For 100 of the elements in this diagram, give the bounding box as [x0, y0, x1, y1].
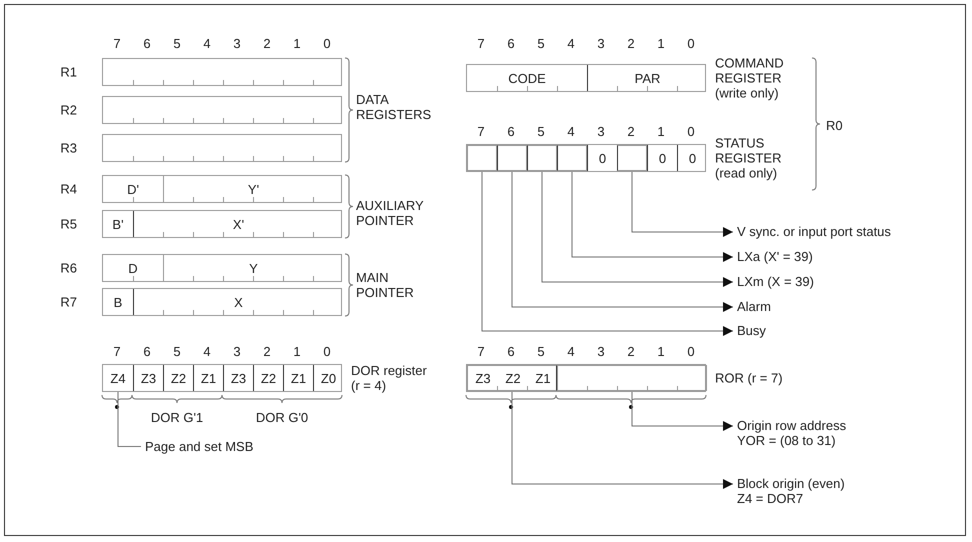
field-label: PAR	[634, 70, 660, 86]
bit-number: 7	[112, 344, 122, 359]
bit-number: 4	[202, 36, 212, 51]
register-label: R4	[60, 182, 77, 196]
bit-number: 5	[536, 344, 546, 359]
bit-number: 2	[262, 344, 272, 359]
arrow	[632, 170, 734, 237]
bit-cell	[557, 145, 587, 171]
bit-number: 3	[596, 344, 606, 359]
leader-line	[118, 390, 142, 447]
field-label: 0	[688, 150, 696, 166]
field-label: Y	[249, 260, 258, 276]
arrow	[482, 170, 734, 336]
field-label: Z4	[110, 370, 126, 386]
bit-number: 7	[476, 36, 486, 51]
bit-number: 4	[566, 36, 576, 51]
arrow	[512, 390, 734, 489]
bit-number: 6	[506, 36, 516, 51]
bit-number: 2	[626, 36, 636, 51]
signal-label: Origin row address YOR = (08 to 31)	[737, 418, 848, 448]
register-label: R1	[60, 64, 77, 80]
bit-cell	[467, 365, 557, 391]
bit-number: 6	[506, 344, 516, 359]
register-label: R3	[60, 140, 77, 156]
register-label: R7	[60, 294, 77, 310]
register-group-label: AUXILIARY POINTER	[356, 198, 424, 228]
arrow	[632, 390, 734, 431]
field-label: D'	[127, 182, 139, 196]
bit-number: 7	[476, 344, 486, 359]
field-label: Z0	[320, 370, 336, 386]
field-label: Z3	[475, 370, 491, 386]
bit-number: 5	[172, 344, 182, 359]
field-label: B'	[112, 216, 124, 232]
bit-number: 1	[656, 344, 666, 359]
field-label: Z1	[535, 370, 551, 386]
bit-number: 6	[142, 344, 152, 359]
bit-number: 3	[232, 36, 242, 51]
bit-number: 5	[536, 36, 546, 51]
register-label: COMMAND REGISTER (write only)	[715, 56, 785, 100]
bit-cell	[497, 145, 527, 171]
bit-number: 1	[656, 36, 666, 51]
register-group-label: R0	[826, 118, 844, 133]
bit-number: 4	[202, 344, 212, 359]
bit-number: 6	[142, 36, 152, 51]
bit-number: 0	[686, 36, 696, 51]
field-label: B	[114, 294, 122, 310]
bit-number: 2	[626, 124, 636, 139]
field-label: X	[234, 294, 243, 310]
field-label: X'	[232, 216, 244, 232]
field-label: Z1	[290, 370, 306, 386]
register-label: ROR (r = 7)	[715, 370, 784, 386]
field-label: 0	[598, 150, 606, 166]
bit-number: 0	[322, 344, 332, 359]
arrow	[512, 170, 734, 312]
bit-number: 0	[686, 344, 696, 359]
arrow	[542, 170, 734, 287]
bit-number: 0	[322, 36, 332, 51]
bit-number: 6	[506, 124, 516, 139]
register-label: DOR register (r = 4)	[351, 363, 428, 393]
signal-label: Busy	[737, 323, 767, 338]
field-group-label: DOR G'0	[254, 410, 310, 425]
bit-number: 3	[596, 124, 606, 139]
signal-label: LXa (X' = 39)	[737, 249, 814, 264]
bit-number: 5	[536, 124, 546, 139]
bit-number: 4	[566, 124, 576, 139]
register-label: STATUS REGISTER (read only)	[715, 136, 782, 180]
bit-number: 7	[112, 36, 122, 51]
bit-number: 5	[172, 36, 182, 51]
signal-label: Alarm	[737, 299, 772, 314]
signal-label: LXm (X = 39)	[737, 274, 815, 289]
bit-number: 2	[262, 36, 272, 51]
bit-number: 3	[232, 344, 242, 359]
bit-cell	[527, 145, 557, 171]
signal-label: Block origin (even) Z4 = DOR7	[737, 476, 846, 506]
bit-number: 1	[292, 36, 302, 51]
bit-number: 3	[596, 36, 606, 51]
bit-cell	[467, 145, 497, 171]
field-label: 0	[658, 150, 666, 166]
arrow	[572, 170, 734, 262]
signal-label: V sync. or input port status	[737, 224, 892, 239]
field-label: Y'	[248, 182, 260, 196]
register-label: R5	[60, 216, 77, 232]
bit-number: 1	[292, 344, 302, 359]
field-label: Z1	[200, 370, 216, 386]
field-label: Z2	[170, 370, 186, 386]
field-label: Z3	[140, 370, 156, 386]
field-label: D	[128, 260, 138, 276]
field-group-label: DOR G'1	[150, 410, 204, 425]
field-label: Z3	[230, 370, 246, 386]
bit-number: 2	[626, 344, 636, 359]
register-label: R2	[60, 102, 77, 118]
field-label: CODE	[508, 70, 546, 86]
field-label: Z2	[505, 370, 521, 386]
bit-number: 4	[566, 344, 576, 359]
bit-cell	[557, 365, 707, 391]
register-group-label: DATA REGISTERS	[356, 92, 432, 122]
bit-cell	[617, 145, 647, 171]
bit-number: 0	[686, 124, 696, 139]
register-group-label: MAIN POINTER	[356, 270, 415, 300]
bit-number: 7	[476, 124, 486, 139]
